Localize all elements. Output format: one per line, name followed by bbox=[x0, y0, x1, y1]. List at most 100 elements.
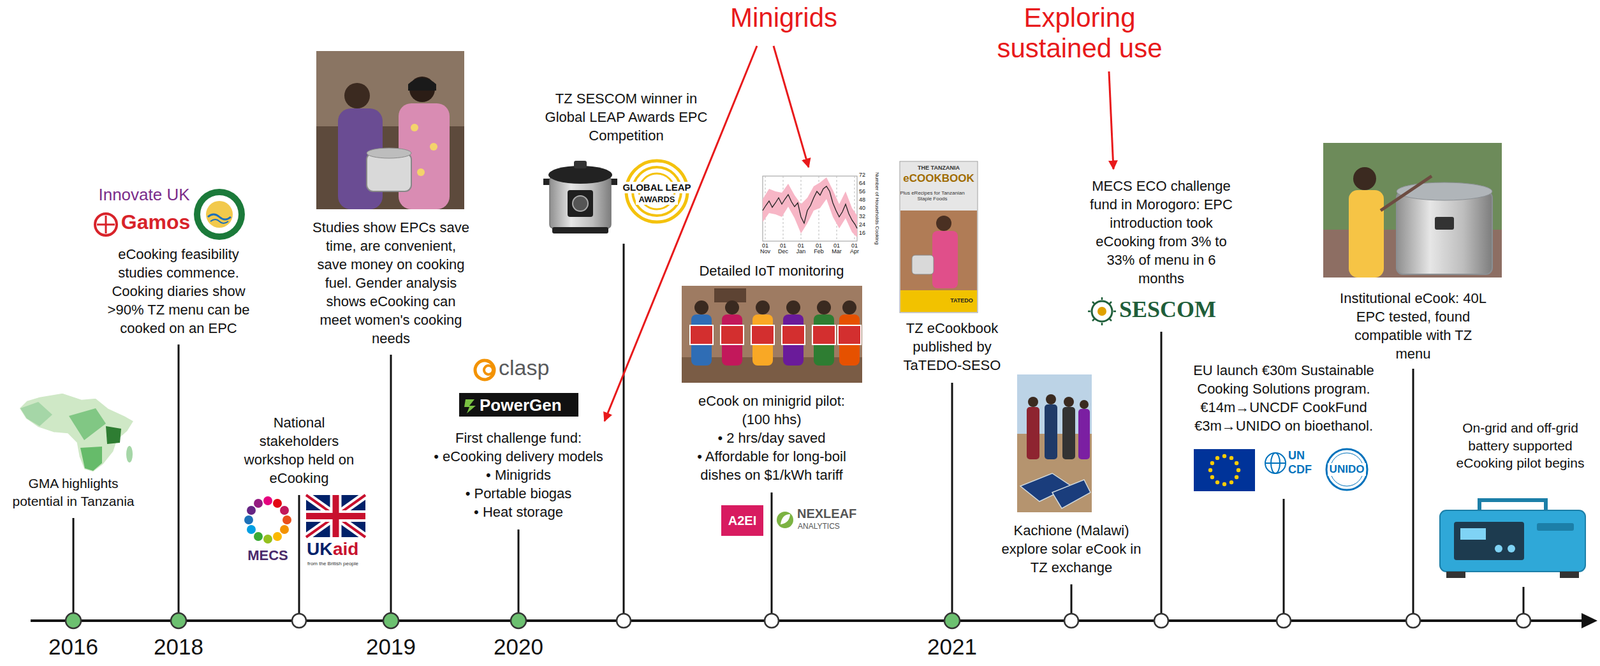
timeline-stem bbox=[72, 517, 75, 621]
axis-tick: 01 Nov bbox=[758, 242, 773, 256]
timeline-dot bbox=[1154, 613, 1169, 628]
battery-unit bbox=[1536, 522, 1574, 531]
callout-arrow bbox=[1108, 71, 1114, 169]
logo-text: SESCOM bbox=[1119, 295, 1231, 324]
milestone-text: TZ SESCOM winner in Global LEAP Awards E… bbox=[538, 89, 715, 145]
cover-text: Plus eRecipes for Tanzanian Staple Foods bbox=[899, 190, 966, 202]
photo-women-cooking bbox=[366, 147, 412, 159]
timeline-stem bbox=[298, 494, 301, 621]
photo-minigrid-group bbox=[842, 300, 857, 315]
axis-tick: 56 bbox=[858, 188, 872, 195]
pressure-cooker bbox=[548, 165, 613, 184]
photo-institutional-cooker bbox=[1348, 190, 1384, 278]
photo-institutional-cooker bbox=[1353, 167, 1377, 191]
axis-tick: 48 bbox=[858, 197, 872, 203]
sescom-icon bbox=[1087, 297, 1116, 326]
logo-text: UNIDO bbox=[1327, 462, 1366, 476]
ecookbook-cover bbox=[899, 161, 978, 313]
eu-flag bbox=[1234, 475, 1239, 479]
bullet-text: • Portable biogas bbox=[422, 484, 615, 503]
axis-tick: 64 bbox=[858, 180, 872, 187]
timeline-dot bbox=[170, 612, 187, 629]
photo-minigrid-group bbox=[689, 325, 713, 345]
sescom-icon bbox=[1097, 306, 1107, 316]
photo-minigrid-group bbox=[781, 325, 805, 345]
logo-text: clasp bbox=[498, 354, 569, 381]
ecookbook-cover bbox=[911, 255, 934, 275]
sescom-icon bbox=[1091, 300, 1113, 322]
eu-flag bbox=[1208, 454, 1241, 486]
axis-tick: 16 bbox=[858, 230, 872, 236]
timeline-stem bbox=[73, 243, 1524, 621]
photo-women-cooking bbox=[417, 168, 425, 177]
photo-kachione-exchange bbox=[1062, 406, 1076, 460]
timeline-stem bbox=[177, 344, 180, 621]
timeline-dot bbox=[764, 613, 779, 628]
axis-tick: 01 Feb bbox=[811, 242, 826, 256]
nexleaf-icon bbox=[776, 511, 794, 529]
mecs-logo bbox=[246, 524, 256, 534]
unido-emblem bbox=[1326, 448, 1368, 490]
year-label: 2019 bbox=[352, 633, 430, 660]
ecookbook-cover bbox=[900, 210, 977, 291]
photo-kachione-exchange bbox=[1026, 406, 1040, 460]
photo-women-cooking bbox=[366, 153, 412, 192]
mecs-logo bbox=[244, 515, 254, 525]
year-label: 2016 bbox=[35, 633, 112, 660]
logo-text: Innovate UK bbox=[89, 184, 199, 205]
africa-map bbox=[80, 446, 103, 471]
photo-women-cooking bbox=[316, 51, 465, 210]
timeline-dot bbox=[944, 612, 960, 629]
eu-flag bbox=[1234, 461, 1239, 465]
eu-flag bbox=[1229, 480, 1234, 485]
battery-unit bbox=[1559, 571, 1579, 578]
timeline-dot bbox=[1276, 613, 1291, 628]
africa-map bbox=[20, 401, 53, 426]
photo-kachione-exchange bbox=[1027, 396, 1039, 407]
eu-flag bbox=[1222, 482, 1227, 486]
clasp-icon bbox=[484, 365, 493, 375]
eu-flag bbox=[1236, 468, 1241, 472]
year-label: 2020 bbox=[480, 633, 557, 660]
milestone-text: Institutional eCook: 40L EPC tested, fou… bbox=[1337, 288, 1490, 363]
uncdf-emblem bbox=[1265, 462, 1286, 464]
uncdf-emblem bbox=[1265, 452, 1286, 474]
photo-kachione-exchange bbox=[1078, 408, 1090, 460]
battery-unit bbox=[1439, 499, 1586, 578]
timeline-stem bbox=[770, 492, 773, 621]
timeline-dot bbox=[1516, 613, 1531, 628]
ecookbook-cover bbox=[899, 161, 978, 313]
africa-map bbox=[19, 392, 134, 472]
timeline-axis bbox=[30, 612, 1598, 629]
photo-institutional-cooker bbox=[1396, 191, 1493, 275]
photo-institutional-cooker bbox=[1380, 176, 1432, 211]
photo-kachione-exchange bbox=[1044, 404, 1058, 460]
logo-text: MECS bbox=[239, 547, 297, 564]
photo-minigrid-group bbox=[837, 325, 861, 345]
mecs-logo bbox=[253, 531, 263, 541]
photo-minigrid-group bbox=[751, 325, 775, 345]
milestone-text: MECS ECO challenge fund in Morogoro: EPC… bbox=[1084, 176, 1238, 288]
axis-tick: 01 Mar bbox=[829, 242, 844, 256]
logo-text: GLOBAL LEAP bbox=[621, 181, 692, 194]
powergen-logo bbox=[459, 392, 579, 417]
timeline-dot bbox=[510, 612, 527, 629]
logo-text: ANALYTICS bbox=[797, 521, 868, 531]
photo-institutional-cooker bbox=[1323, 142, 1502, 278]
photo-minigrid-group bbox=[755, 300, 770, 315]
timeline-dot bbox=[65, 612, 81, 629]
timeline-stem bbox=[517, 529, 520, 621]
powergen-logo bbox=[459, 392, 579, 417]
battery-unit bbox=[1439, 510, 1586, 572]
eu-flag bbox=[1215, 455, 1220, 460]
photo-women-cooking bbox=[429, 142, 438, 151]
milestone-text: On-grid and off-grid battery supported e… bbox=[1448, 418, 1593, 472]
ecookbook-cover bbox=[936, 215, 952, 231]
photo-women-cooking bbox=[344, 82, 370, 109]
caption-text: Detailed IoT monitoring bbox=[669, 261, 874, 280]
bullet-text: • Heat storage bbox=[422, 502, 615, 522]
iot-chart bbox=[762, 176, 858, 242]
bullet-text: • 2 hrs/day saved bbox=[679, 428, 865, 448]
photo-minigrid-group bbox=[714, 288, 747, 303]
